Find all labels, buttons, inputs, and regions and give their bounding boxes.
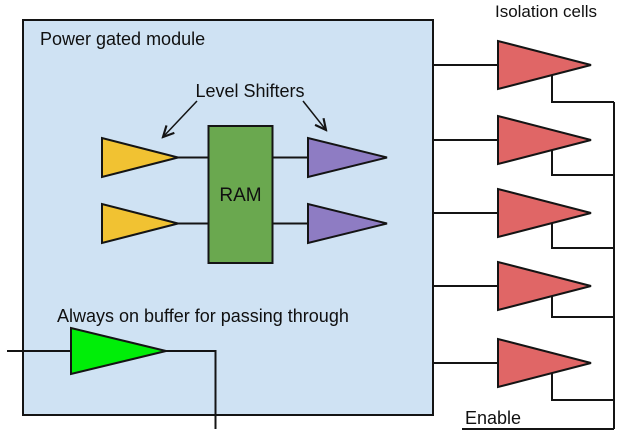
isolation-cell-buffer [497, 337, 592, 389]
isolation-cell-buffer [497, 114, 592, 166]
isolation-cell-buffer [497, 39, 592, 91]
enable-label: Enable [465, 408, 521, 428]
ram-box [207, 125, 274, 264]
enable-stub-wire [551, 213, 614, 249]
power-gated-module-label: Power gated module [40, 29, 205, 49]
buffer-passthrough-output-wire [166, 350, 217, 429]
enable-stub-wire [551, 140, 614, 176]
enable-stub-wire [551, 65, 614, 103]
output-level-shifter-buffer [307, 202, 388, 245]
always-on-buffer-label: Always on buffer for passing through [57, 306, 349, 326]
output-level-shifter-buffer [307, 136, 388, 179]
input-level-shifter-buffer [101, 202, 179, 245]
level-shifters-label: Level Shifters [195, 81, 304, 101]
level-shifters-arrow-left [163, 100, 198, 137]
isolation-cells-label: Isolation cells [495, 2, 597, 21]
isolation-cell-buffer [497, 260, 592, 312]
ram-label: RAM [219, 185, 261, 206]
isolation-cell-buffer [497, 187, 592, 239]
always-on-buffer [70, 326, 167, 376]
level-shifters-arrow-right [302, 100, 326, 130]
input-level-shifter-buffer [101, 136, 179, 179]
enable-stub-wire [551, 363, 614, 401]
